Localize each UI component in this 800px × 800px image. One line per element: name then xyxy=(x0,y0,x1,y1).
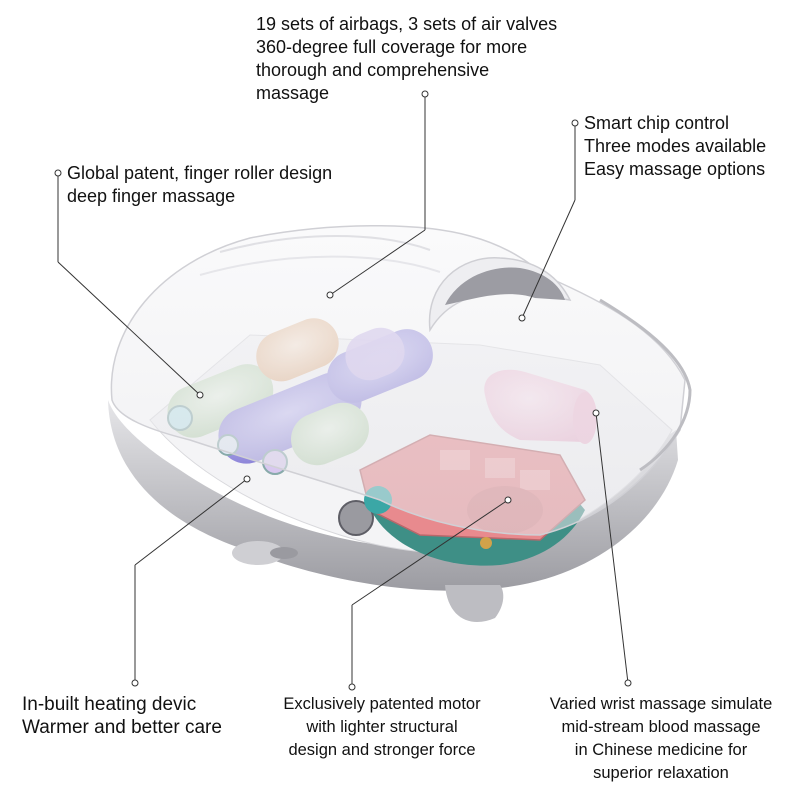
control-panel xyxy=(445,267,565,305)
callout-airbags-line: massage xyxy=(256,83,330,103)
callout-heating: In-built heating devic Warmer and better… xyxy=(22,693,222,739)
callout-heating-line: Warmer and better care xyxy=(22,717,222,738)
callout-roller: Global patent, finger roller design deep… xyxy=(67,162,332,208)
callout-airbags-line: thorough and comprehensive xyxy=(256,60,490,80)
leader-lines xyxy=(54,90,632,691)
callout-wrist-line: mid-stream blood massage xyxy=(561,718,761,736)
callout-chip: Smart chip control Three modes available… xyxy=(584,112,766,181)
callout-roller-line: Global patent, finger roller design xyxy=(67,163,333,183)
callout-wrist-line: superior relaxation xyxy=(593,764,729,782)
callout-wrist-line: in Chinese medicine for xyxy=(574,741,748,759)
callout-motor: Exclusively patented motor with lighter … xyxy=(272,693,492,762)
callout-motor-line: design and stronger force xyxy=(288,741,476,759)
callout-wrist-line: Varied wrist massage simulate xyxy=(549,695,773,713)
front-foot xyxy=(445,585,504,622)
callout-chip-line: Three modes available xyxy=(584,136,767,156)
callout-wrist: Varied wrist massage simulate mid-stream… xyxy=(526,693,796,785)
callout-heating-line: In-built heating devic xyxy=(22,694,197,715)
side-slot xyxy=(270,547,298,559)
callout-airbags-line: 19 sets of airbags, 3 sets of air valves xyxy=(256,14,558,34)
left-foot xyxy=(232,541,284,565)
transparent-lid xyxy=(110,224,686,536)
callout-chip-line: Smart chip control xyxy=(584,113,730,133)
callout-motor-line: Exclusively patented motor xyxy=(283,695,481,713)
callout-roller-line: deep finger massage xyxy=(67,186,236,206)
callout-airbags-line: 360-degree full coverage for more xyxy=(256,37,528,57)
callout-airbags: 19 sets of airbags, 3 sets of air valves… xyxy=(256,13,557,105)
callout-motor-line: with lighter structural xyxy=(306,718,458,736)
callout-chip-line: Easy massage options xyxy=(584,159,766,179)
